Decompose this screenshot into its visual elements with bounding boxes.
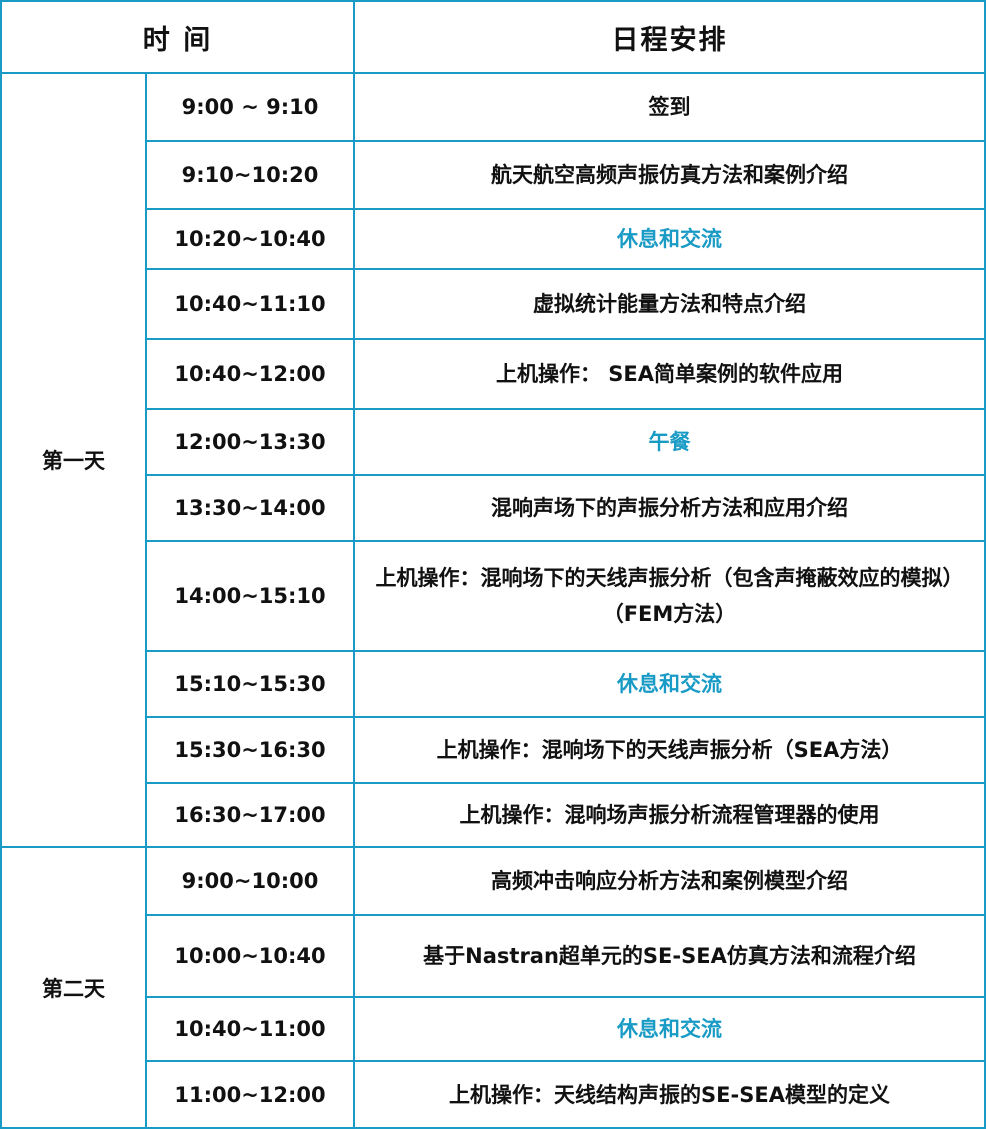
table-row: 15:10~15:30 休息和交流 <box>1 650 986 718</box>
time-cell: 14:00~15:10 <box>145 540 355 652</box>
agenda-item-break: 休息和交流 <box>353 208 986 270</box>
table-row: 10:40~12:00 上机操作： SEA简单案例的软件应用 <box>1 338 986 410</box>
agenda-item-break: 休息和交流 <box>353 996 986 1062</box>
agenda-item-break: 休息和交流 <box>353 650 986 718</box>
table-row: 9:10~10:20 航天航空高频声振仿真方法和案例介绍 <box>1 140 986 210</box>
day-label: 第二天 <box>0 846 147 1129</box>
agenda-item: 签到 <box>353 72 986 142</box>
agenda-item: 基于Nastran超单元的SE-SEA仿真方法和流程介绍 <box>353 914 986 998</box>
agenda-item: 上机操作：混响场声振分析流程管理器的使用 <box>353 782 986 848</box>
table-row: 第一天 9:00 ~ 9:10 签到 <box>0 72 986 848</box>
time-cell: 15:10~15:30 <box>145 650 355 718</box>
agenda-item: 航天航空高频声振仿真方法和案例介绍 <box>353 140 986 210</box>
time-cell: 16:30~17:00 <box>145 782 355 848</box>
table-row: 10:00~10:40 基于Nastran超单元的SE-SEA仿真方法和流程介绍 <box>1 914 986 998</box>
table-row: 16:30~17:00 上机操作：混响场声振分析流程管理器的使用 <box>1 782 986 848</box>
time-cell: 10:40~11:00 <box>145 996 355 1062</box>
time-cell: 11:00~12:00 <box>145 1060 355 1129</box>
agenda-item: 高频冲击响应分析方法和案例模型介绍 <box>353 846 986 916</box>
time-cell: 10:40~11:10 <box>145 268 355 340</box>
table-row: 10:20~10:40 休息和交流 <box>1 208 986 270</box>
table-row: 10:40~11:10 虚拟统计能量方法和特点介绍 <box>1 268 986 340</box>
time-cell: 10:40~12:00 <box>145 338 355 410</box>
time-cell: 10:20~10:40 <box>145 208 355 270</box>
header-row: 时 间 日程安排 <box>0 0 986 74</box>
time-cell: 9:00 ~ 9:10 <box>145 72 355 142</box>
agenda-item: 混响声场下的声振分析方法和应用介绍 <box>353 474 986 542</box>
header-time: 时 间 <box>0 0 355 74</box>
table-row: 12:00~13:30 午餐 <box>1 408 986 476</box>
time-cell: 9:10~10:20 <box>145 140 355 210</box>
table-row: 10:40~11:00 休息和交流 <box>1 996 986 1062</box>
agenda-item: 上机操作：混响场下的天线声振分析（包含声掩蔽效应的模拟）（FEM方法） <box>375 566 964 626</box>
header-schedule: 日程安排 <box>353 0 986 74</box>
agenda-item-cell: 上机操作：混响场下的天线声振分析（包含声掩蔽效应的模拟）（FEM方法） <box>353 540 986 652</box>
day-label: 第一天 <box>0 72 147 848</box>
time-cell: 10:00~10:40 <box>145 914 355 998</box>
table-row: 14:00~15:10 上机操作：混响场下的天线声振分析（包含声掩蔽效应的模拟）… <box>1 540 986 652</box>
time-cell: 13:30~14:00 <box>145 474 355 542</box>
agenda-item: 上机操作： SEA简单案例的软件应用 <box>353 338 986 410</box>
time-cell: 9:00~10:00 <box>145 846 355 916</box>
table-row: 第二天 9:00~10:00 高频冲击响应分析方法和案例模型介绍 <box>0 846 986 1129</box>
time-cell: 15:30~16:30 <box>145 716 355 784</box>
table-row: 11:00~12:00 上机操作：天线结构声振的SE-SEA模型的定义 <box>1 1060 986 1129</box>
table-row: 15:30~16:30 上机操作：混响场下的天线声振分析（SEA方法） <box>1 716 986 784</box>
agenda-item: 上机操作：混响场下的天线声振分析（SEA方法） <box>353 716 986 784</box>
agenda-item-break: 午餐 <box>353 408 986 476</box>
time-cell: 12:00~13:30 <box>145 408 355 476</box>
agenda-item: 虚拟统计能量方法和特点介绍 <box>353 268 986 340</box>
table-row: 13:30~14:00 混响声场下的声振分析方法和应用介绍 <box>1 474 986 542</box>
agenda-item: 上机操作：天线结构声振的SE-SEA模型的定义 <box>353 1060 986 1129</box>
